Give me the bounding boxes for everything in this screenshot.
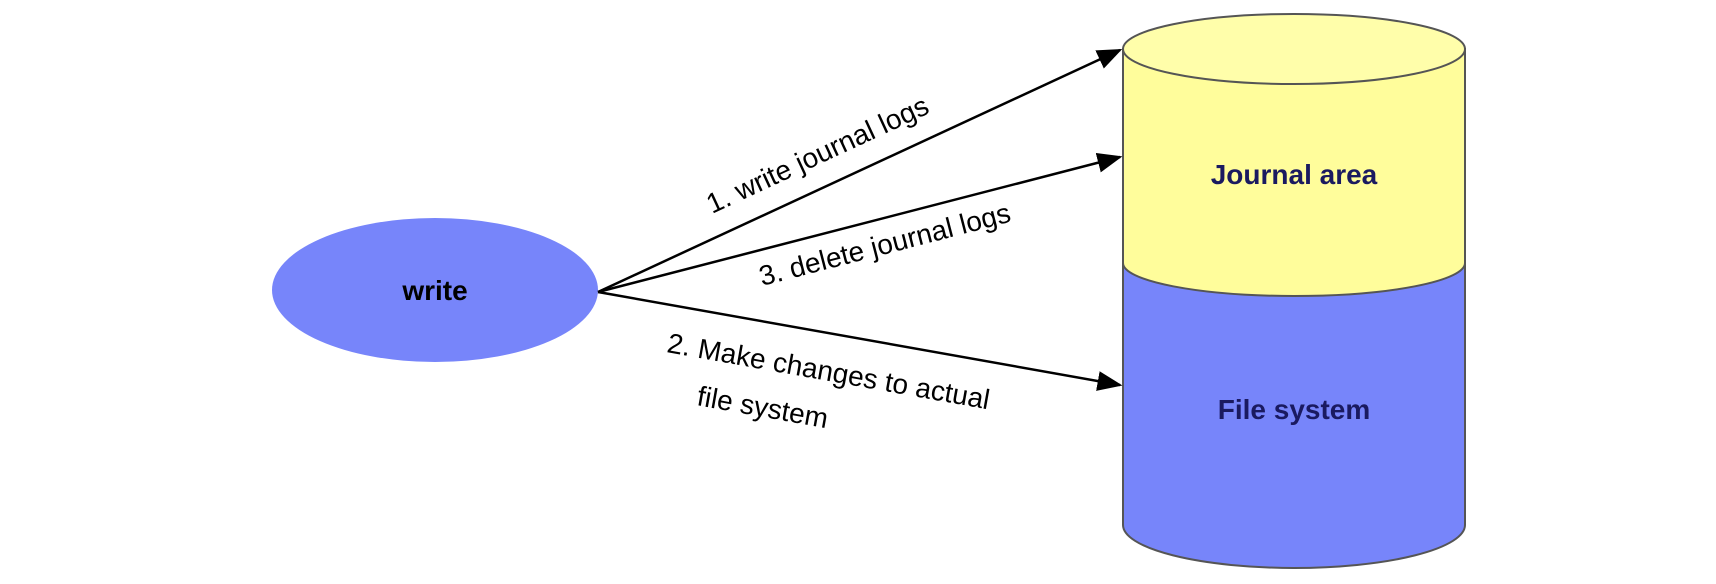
write-node-shape (272, 218, 598, 362)
journal-area-section (1122, 48, 1466, 297)
arrow-make-changes (597, 290, 1123, 391)
edge-label-make-changes-line2: file system (695, 380, 831, 434)
cylinder-top (1122, 13, 1466, 85)
arrow-delete-journal (597, 152, 1123, 294)
file-system-label: File system (1218, 394, 1371, 425)
write-node-label: write (401, 275, 467, 306)
write-node: write (272, 218, 598, 362)
edge-label-write-journal: 1. write journal logs (701, 90, 933, 220)
file-system-section (1122, 262, 1466, 569)
arrow-write-journal (597, 48, 1123, 294)
edge-label-delete-journal: 3. delete journal logs (756, 197, 1014, 292)
journal-area-label: Journal area (1211, 159, 1378, 190)
storage-cylinder: Journal area File system (1122, 13, 1466, 569)
